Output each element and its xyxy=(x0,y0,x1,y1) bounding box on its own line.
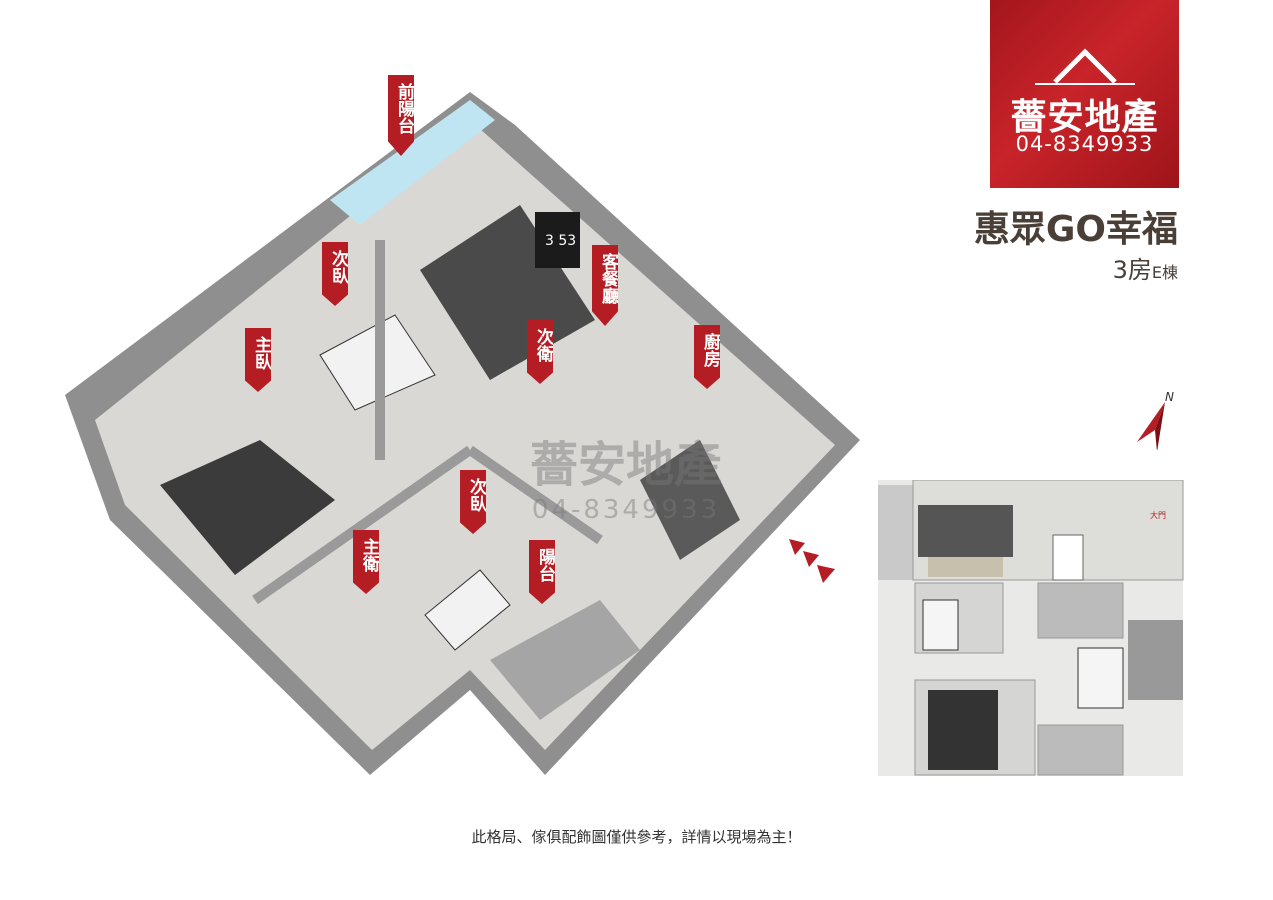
brand-logo: 薔安地產 04-8349933 xyxy=(990,0,1179,188)
room-label-kitchen: 廚房 xyxy=(694,325,720,389)
watermark-phone: 04-8349933 xyxy=(531,495,721,525)
second-bed-2 xyxy=(424,569,511,651)
mini-door-label: 大門 xyxy=(1150,510,1166,520)
mini-bed-1 xyxy=(922,599,959,651)
compass-label: N xyxy=(1165,390,1174,404)
layout-text: 3房 xyxy=(1112,256,1152,284)
room-label-living-dining: 客餐廳 xyxy=(592,245,618,326)
room-label-second-bedroom-2: 次臥 xyxy=(460,470,486,534)
compass: N xyxy=(1133,390,1174,454)
front-balcony-window xyxy=(330,100,495,225)
master-bed xyxy=(160,440,335,575)
brand-name: 薔安地產 xyxy=(1010,97,1159,138)
wall-clock-text: 3 53 xyxy=(545,233,576,249)
mini-master-bed xyxy=(928,690,998,770)
project-title: 惠眾GO幸福 xyxy=(973,209,1178,250)
project-subtitle: 3房E棟 xyxy=(1113,250,1178,285)
north-arrow-icon xyxy=(1137,402,1165,452)
mini-balcony xyxy=(878,485,913,580)
plan-floor xyxy=(95,120,835,750)
room-label-second-bathroom: 次衛 xyxy=(527,320,553,384)
brand-phone: 04-8349933 xyxy=(1015,132,1154,156)
balcony-floor xyxy=(490,600,640,720)
isometric-floor-plan: 3 53 xyxy=(65,92,860,775)
mini-floor-plan: 大門 xyxy=(878,480,1184,776)
room-label-master-bedroom: 主臥 xyxy=(245,328,271,392)
room-label-second-bedroom-1: 次臥 xyxy=(322,242,348,306)
mini-sofa xyxy=(928,557,1003,577)
mini-dining-table xyxy=(1052,534,1084,581)
room-label-front-balcony: 前陽台 xyxy=(388,75,414,156)
disclaimer: 此格局、傢俱配飾圖僅供參考，詳情以現場為主！ xyxy=(471,828,802,846)
room-label-master-bathroom: 主衛 xyxy=(353,530,379,594)
mini-rug xyxy=(918,505,1013,557)
mini-bed-2 xyxy=(1077,647,1124,709)
building-text: E棟 xyxy=(1151,263,1178,282)
room-label-balcony: 陽台 xyxy=(529,540,555,604)
kitchen-counter xyxy=(640,440,740,560)
wall-clock xyxy=(535,212,580,268)
watermark-name: 薔安地產 xyxy=(530,437,723,493)
watermark: 薔安地產 04-8349933 xyxy=(530,425,722,525)
roof-icon xyxy=(1035,48,1135,85)
entrance-arrows-icon xyxy=(789,539,835,583)
